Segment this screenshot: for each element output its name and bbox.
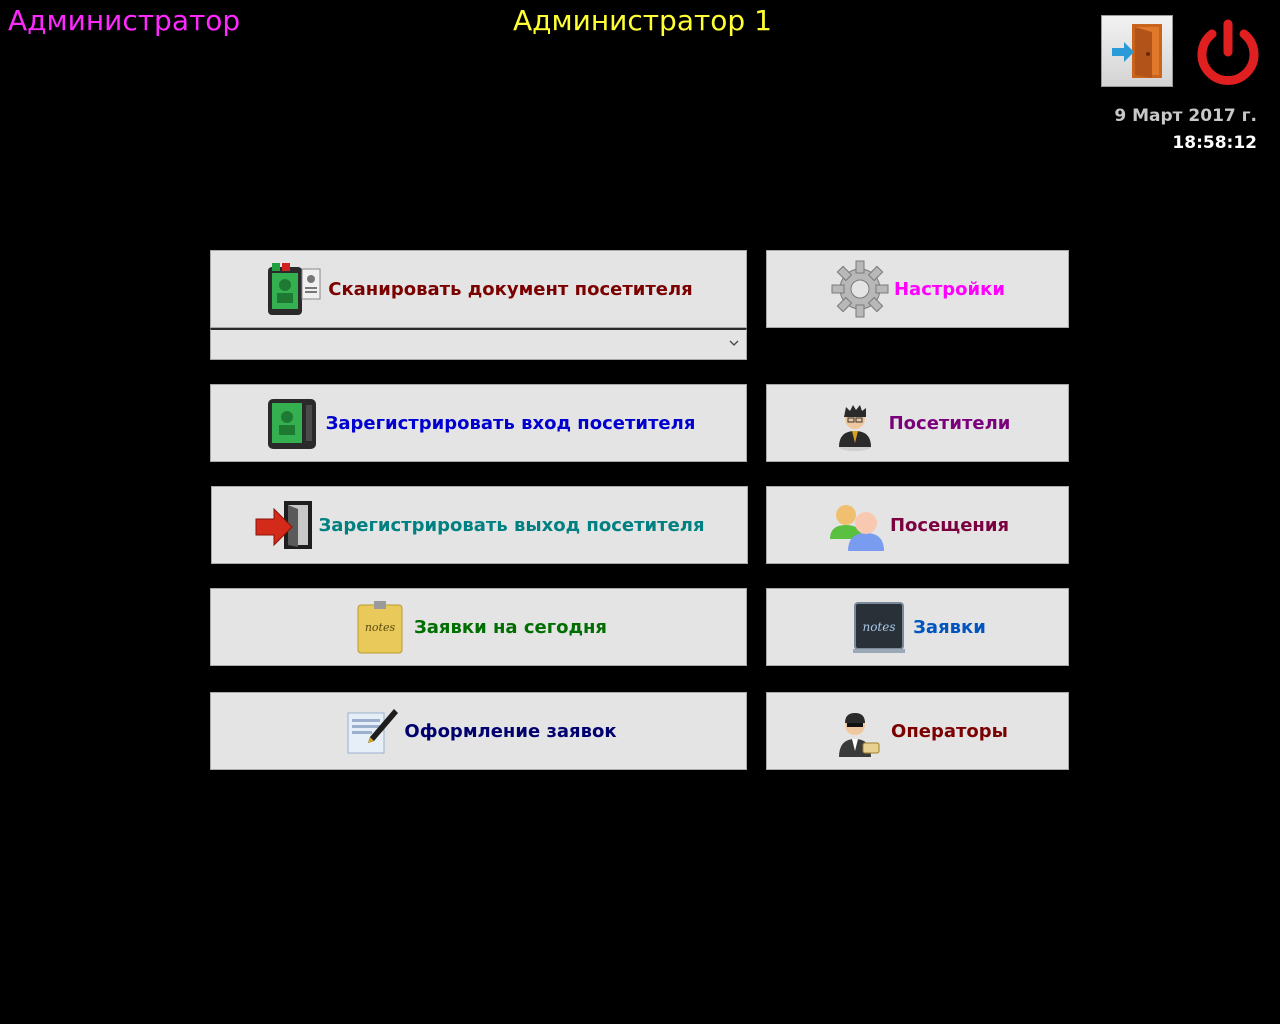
- notes-icon: notes: [357, 601, 403, 654]
- operator-icon: [839, 713, 880, 757]
- logout-button[interactable]: [1101, 15, 1173, 87]
- user-title: Администратор 1: [513, 4, 772, 37]
- register-entry-button[interactable]: Зарегистрировать вход посетителя: [210, 384, 747, 462]
- requests-label: Заявки: [913, 616, 986, 638]
- requests-button[interactable]: notes Заявки: [766, 588, 1069, 666]
- current-date: 9 Март 2017 г.: [1114, 106, 1257, 126]
- svg-text:notes: notes: [365, 621, 396, 634]
- operators-label: Операторы: [891, 720, 1008, 742]
- visits-button[interactable]: Посещения: [766, 486, 1069, 564]
- gear-icon: [831, 260, 889, 318]
- logout-door-icon: [1112, 24, 1162, 78]
- role-title: Администратор: [8, 4, 241, 37]
- visitors-label: Посетители: [888, 412, 1011, 434]
- document-pen-icon: [347, 709, 399, 754]
- register-exit-label: Зарегистрировать выход посетителя: [318, 514, 705, 536]
- register-exit-button[interactable]: Зарегистрировать выход посетителя: [211, 486, 748, 564]
- notes-board-icon: notes: [853, 602, 906, 653]
- users-icon: [829, 505, 884, 551]
- chevron-down-icon: [729, 340, 739, 346]
- power-icon: [1197, 19, 1259, 85]
- request-form-label: Оформление заявок: [404, 720, 617, 742]
- scan-document-button[interactable]: Сканировать документ посетителя: [210, 250, 747, 328]
- current-time: 18:58:12: [1172, 133, 1257, 153]
- scanner-icon: [267, 399, 316, 449]
- svg-text:notes: notes: [863, 620, 896, 634]
- today-requests-button[interactable]: notes Заявки на сегодня: [210, 588, 747, 666]
- scan-document-label: Сканировать документ посетителя: [328, 278, 693, 300]
- visitors-button[interactable]: Посетители: [766, 384, 1069, 462]
- settings-button[interactable]: Настройки: [766, 250, 1069, 328]
- operators-button[interactable]: Операторы: [766, 692, 1069, 770]
- visitor-icon: [838, 405, 871, 451]
- visits-label: Посещения: [889, 514, 1010, 536]
- today-requests-label: Заявки на сегодня: [413, 616, 607, 638]
- settings-label: Настройки: [893, 278, 1005, 300]
- power-button[interactable]: [1192, 18, 1264, 86]
- request-form-button[interactable]: Оформление заявок: [210, 692, 747, 770]
- document-scanner-icon: [268, 263, 321, 315]
- scanner-select[interactable]: [210, 328, 747, 360]
- register-entry-label: Зарегистрировать вход посетителя: [325, 412, 696, 434]
- exit-door-icon: [255, 501, 313, 549]
